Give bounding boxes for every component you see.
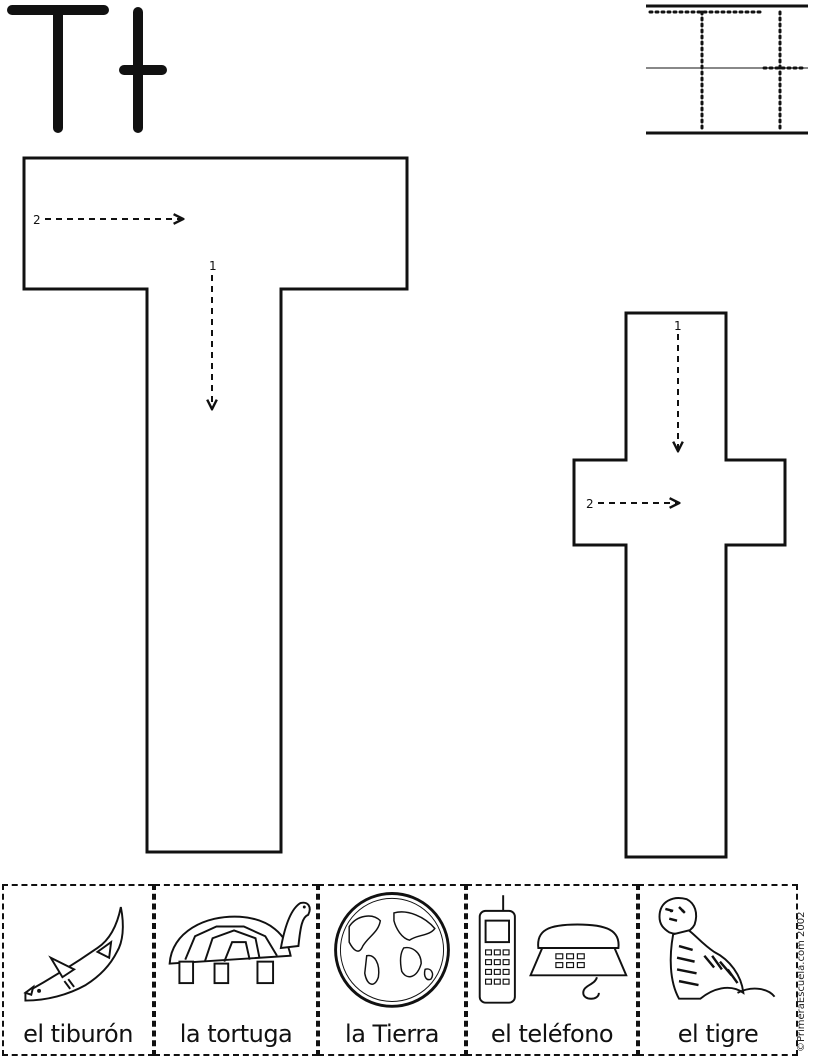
card-label-earth: la Tierra [345,1020,439,1048]
card-label-shark: el tiburón [23,1020,133,1048]
sample-uppercase-t [7,5,109,133]
uppercase-t-step-1-label: 1 [209,259,217,273]
card-earth: la Tierra [318,884,466,1056]
uppercase-t-outline [22,156,409,854]
picture-strip: el tiburón la tortuga [0,884,816,1056]
telephone-icon [478,895,628,1004]
dotted-uppercase-t [648,10,762,132]
card-label-telephone: el teléfono [490,1020,614,1048]
lowercase-t-step-1-label: 1 [674,319,682,333]
card-tiger: el tigre [638,884,798,1056]
card-shark: el tiburón [2,884,154,1056]
card-label-tortoise: la tortuga [179,1020,293,1048]
card-label-tiger: el tigre [677,1020,759,1048]
copyright-notice: ©PrimeraEscuela.com 2002 [796,911,807,1052]
card-telephone: el teléfono [466,884,638,1056]
dotted-lowercase-t [762,10,806,132]
shark-icon [23,906,124,1002]
lowercase-t-outline [572,311,787,859]
tracing-area: 1 2 1 2 [22,156,787,859]
lowercase-t-step-2-label: 2 [586,497,594,511]
tiger-icon [658,897,776,1000]
sample-letters-tt: T t [7,5,167,133]
sample-lowercase-t [119,7,167,133]
card-tortoise: la tortuga [154,884,318,1056]
tortoise-icon [168,901,311,985]
earth-globe-icon [334,892,450,1008]
uppercase-t-step-2-label: 2 [33,213,41,227]
handwriting-guide [646,4,808,135]
